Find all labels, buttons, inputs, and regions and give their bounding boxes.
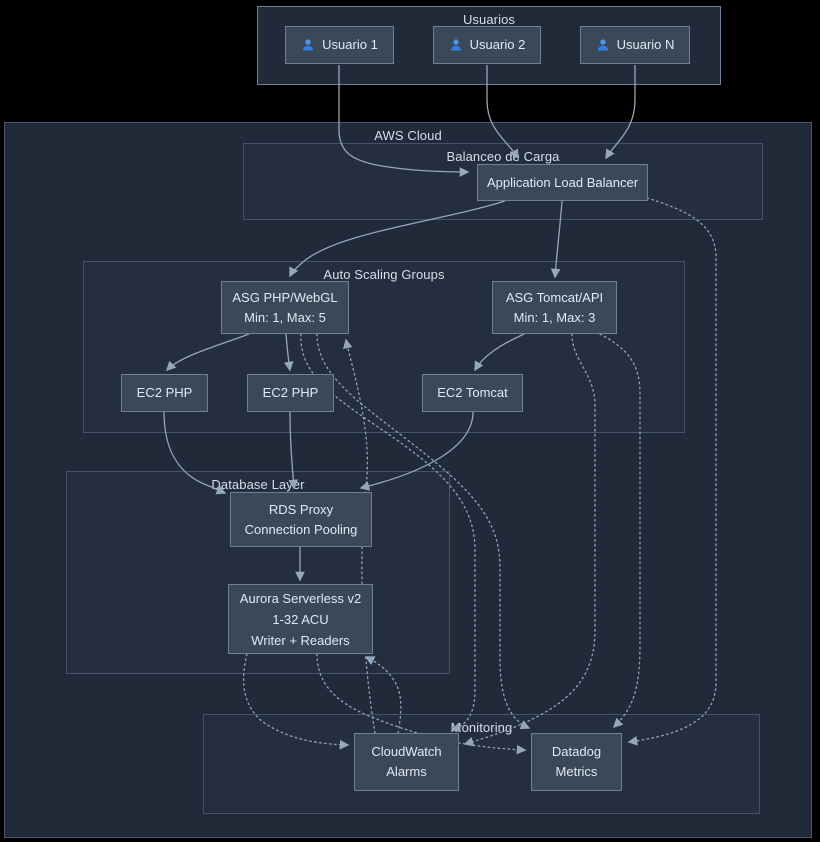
cluster-balanceo-label: Balanceo de Carga — [446, 149, 560, 164]
edge-ec2-tomcat-rds-proxy — [359, 411, 474, 491]
edge-asg-php-ec2-php-1 — [165, 333, 250, 372]
cluster-asg-label: Auto Scaling Groups — [323, 267, 445, 282]
node-label-line: Datadog — [551, 744, 602, 759]
node-label-line: Aurora Serverless v2 — [239, 590, 362, 606]
cluster-monitoring: Monitoring — [203, 714, 760, 814]
edge-usuarioN-alb — [605, 65, 636, 160]
cluster-db-label: Database Layer — [211, 477, 305, 492]
node-label-line: RDS Proxy — [268, 501, 334, 517]
cluster-monitoring-label: Monitoring — [450, 720, 513, 735]
node-label-line: ASG PHP/WebGL — [232, 289, 338, 305]
edge-usuario1-alb — [338, 65, 470, 177]
node-label-line: Writer + Readers — [251, 632, 350, 648]
node-asg-php-webgl: ASG PHP/WebGL Min: 1, Max: 5 — [221, 281, 349, 334]
node-rds-proxy: RDS Proxy Connection Pooling — [230, 492, 372, 547]
node-label-line: Connection Pooling — [244, 521, 358, 537]
cluster-aws-cloud-label: AWS Cloud — [374, 128, 442, 143]
node-label-line: Metrics — [555, 764, 598, 779]
edge-ec2-php-1-rds-proxy — [163, 411, 227, 495]
node-label: Application Load Balancer — [486, 174, 639, 190]
node-datadog-metrics: Datadog Metrics — [531, 733, 622, 791]
node-usuario-n: Usuario N — [580, 26, 690, 64]
node-label: Usuario 2 — [469, 37, 526, 52]
node-label: EC2 Tomcat — [437, 385, 508, 400]
edge-asg-tomcat-cloudwatch — [463, 333, 596, 747]
node-label-line: 1-32 ACU — [272, 611, 329, 627]
node-aurora-serverless: Aurora Serverless v2 1-32 ACU Writer + R… — [228, 584, 373, 654]
node-asg-tomcat-api: ASG Tomcat/API Min: 1, Max: 3 — [492, 281, 617, 334]
node-cloudwatch-alarms: CloudWatch Alarms — [354, 733, 459, 791]
node-ec2-php-2: EC2 PHP — [247, 374, 334, 412]
node-label-line: Min: 1, Max: 5 — [244, 309, 326, 325]
node-label-line: Alarms — [386, 764, 427, 779]
edge-usuario2-alb — [486, 65, 519, 160]
edge-cloudwatch-aurora — [364, 656, 402, 734]
node-label: Usuario N — [616, 37, 675, 52]
node-label-line: ASG Tomcat/API — [505, 289, 604, 305]
edge-aurora-cloudwatch — [242, 653, 350, 750]
edge-asg-tomcat-ec2-tomcat — [474, 333, 525, 372]
user-icon — [596, 38, 610, 52]
node-label: EC2 PHP — [262, 385, 319, 400]
edge-asg-php-ec2-php-2 — [283, 333, 294, 372]
node-label-line: CloudWatch — [371, 744, 442, 759]
node-label: EC2 PHP — [136, 385, 193, 400]
node-label: Usuario 1 — [322, 37, 378, 52]
node-label-line: Min: 1, Max: 3 — [513, 309, 596, 325]
edge-asg-tomcat-datadog — [599, 333, 641, 729]
node-usuario-1: Usuario 1 — [285, 26, 394, 64]
node-application-load-balancer: Application Load Balancer — [477, 164, 648, 201]
node-ec2-php-1: EC2 PHP — [121, 374, 208, 412]
edge-ec2-php-2-rds-proxy — [288, 411, 299, 490]
user-icon — [301, 38, 315, 52]
edge-alb-asg-php — [289, 200, 506, 278]
edge-alb-datadog — [627, 197, 717, 746]
user-icon — [449, 38, 463, 52]
node-usuario-2: Usuario 2 — [433, 26, 541, 64]
edge-alb-asg-tomcat — [550, 200, 563, 279]
node-ec2-tomcat: EC2 Tomcat — [422, 374, 523, 412]
cluster-usuarios-label: Usuarios — [462, 12, 516, 27]
